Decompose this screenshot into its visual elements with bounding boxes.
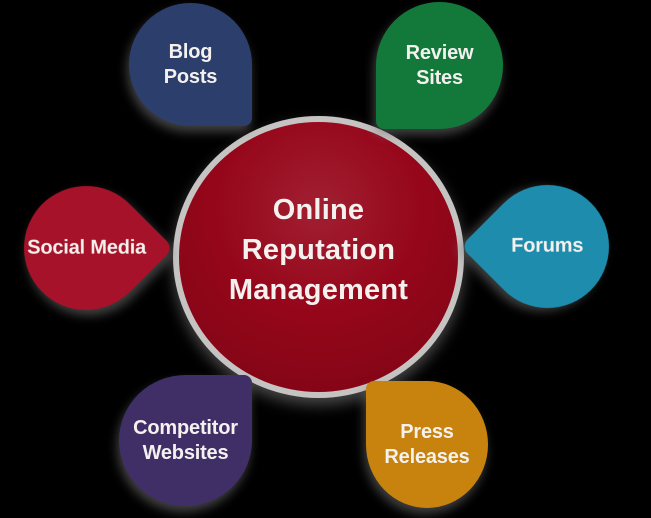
- bubble-forums: Forums: [460, 159, 635, 334]
- bubble-label: Social Media: [26, 236, 146, 259]
- bubble-review-sites: Review Sites: [376, 2, 503, 129]
- bubble-blog-posts: Blog Posts: [129, 3, 252, 126]
- bubble-press-releases: Press Releases: [366, 381, 488, 508]
- center-circle: Online Reputation Management: [179, 122, 458, 392]
- bubble-social-media: Social Media: [0, 160, 174, 336]
- bubble-label: Forums: [511, 234, 584, 257]
- center-circle-ring: Online Reputation Management: [173, 116, 464, 398]
- bubble-label: Competitor Websites: [133, 416, 238, 464]
- bubble-label: Review Sites: [405, 41, 474, 89]
- bubble-label: Blog Posts: [163, 40, 218, 88]
- bubble-label: Press Releases: [384, 420, 470, 468]
- bubble-competitor-websites: Competitor Websites: [119, 375, 252, 506]
- center-circle-label: Online Reputation Management: [228, 194, 409, 306]
